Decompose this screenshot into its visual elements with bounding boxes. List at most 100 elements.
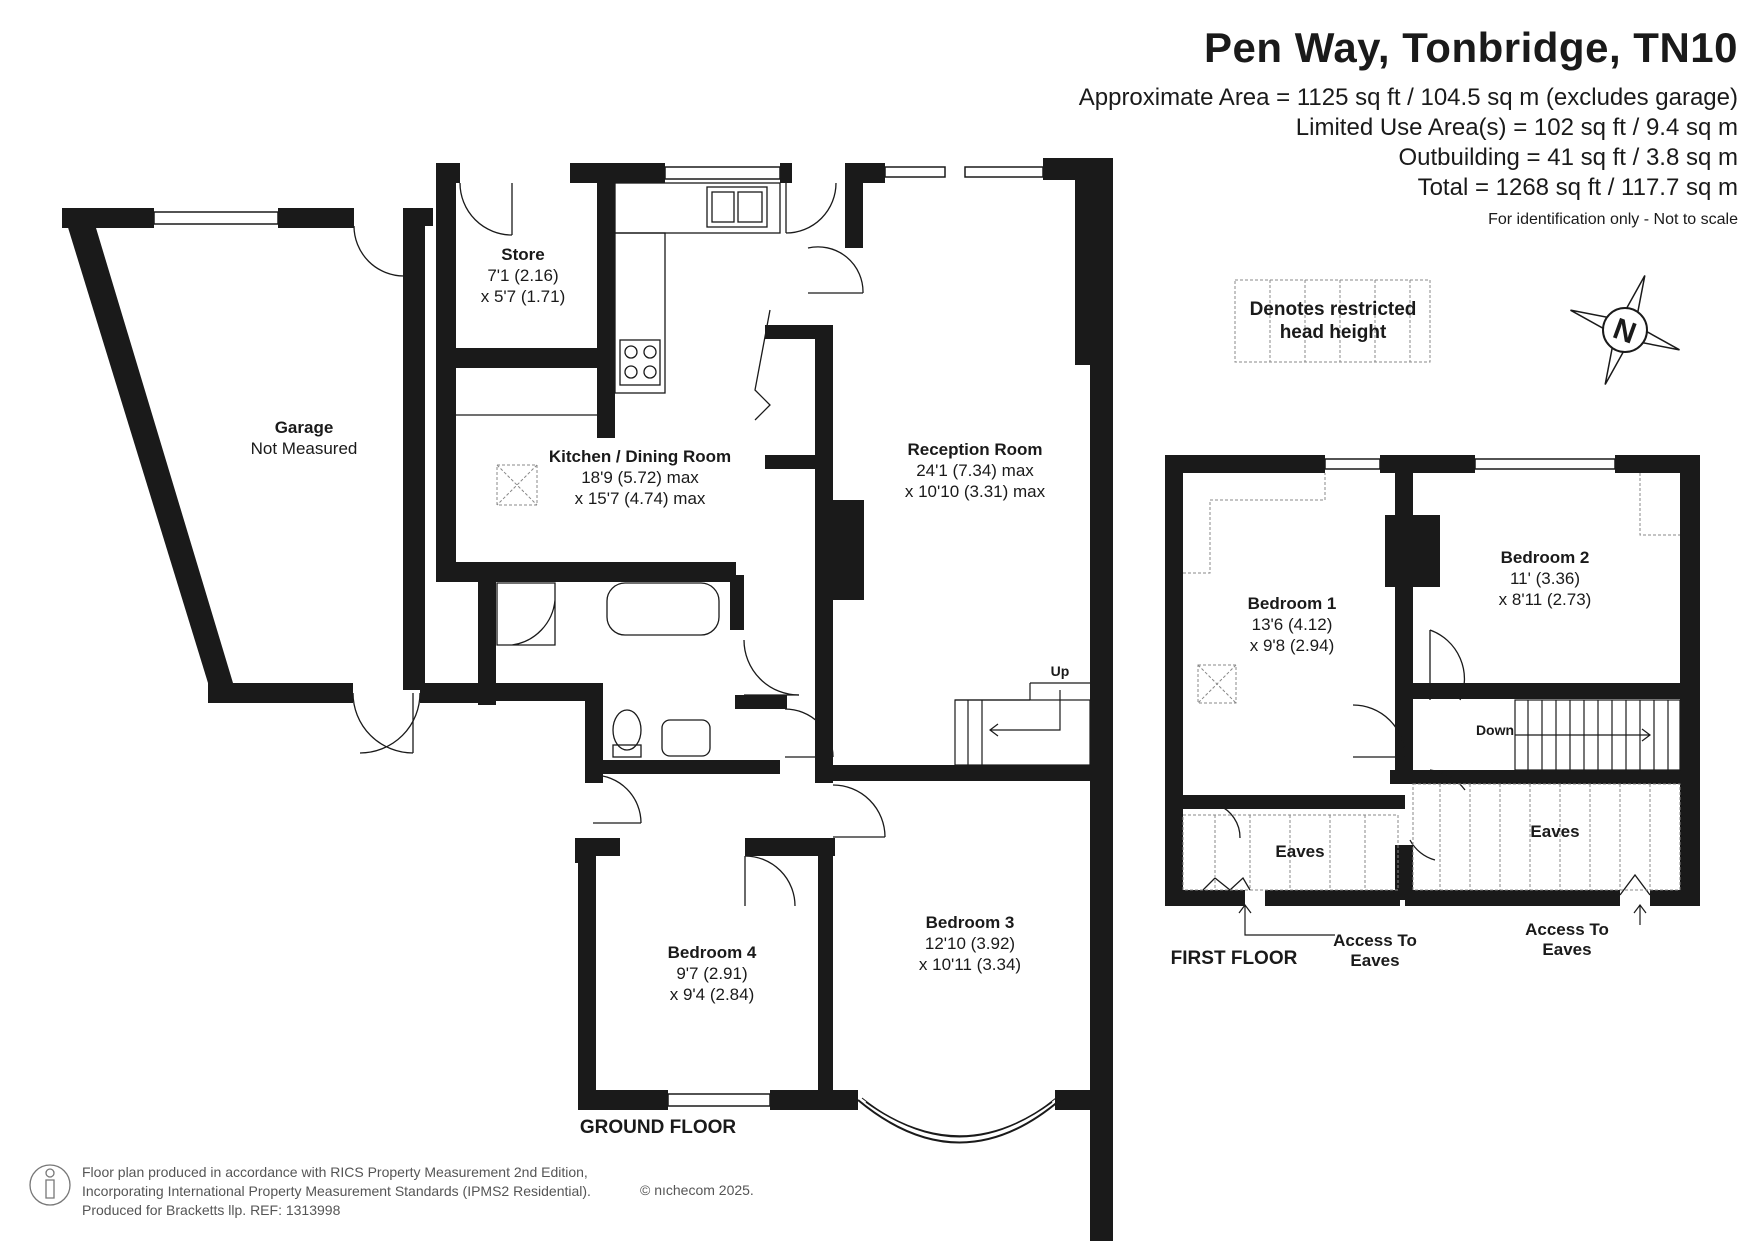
store-dims1: 7'1 (2.16) (487, 266, 558, 285)
first-floor-label: FIRST FLOOR (1171, 948, 1298, 969)
garage-wall-bottom-left (208, 683, 353, 703)
area-total: Total = 1268 sq ft / 117.7 sq m (1417, 174, 1738, 201)
eaves-left-label: Eaves (1275, 842, 1324, 861)
footer-line-1: Floor plan produced in accordance with R… (82, 1164, 588, 1180)
wc-icon (612, 709, 642, 751)
basin-icon (661, 719, 711, 757)
bedroom1-dims1: 13'6 (4.12) (1252, 615, 1333, 634)
area-limited-use: Limited Use Area(s) = 102 sq ft / 9.4 sq… (1295, 114, 1738, 141)
kitchen-partition (765, 325, 833, 339)
ground-floor-walls (62, 158, 1113, 1241)
hall-wall-mid (815, 698, 833, 783)
kitchen-label: Kitchen / Dining Room (549, 447, 731, 466)
footer-line-2: Incorporating International Property Mea… (82, 1183, 591, 1199)
reception-dims2: x 10'10 (3.31) max (905, 482, 1046, 501)
skylights (496, 464, 1237, 704)
garage-stub (403, 208, 433, 226)
hob-icon (619, 339, 661, 386)
bedroom4-label: Bedroom 4 (668, 943, 757, 962)
copyright-text: © nıchecom 2025. (640, 1182, 754, 1198)
access-left-line1: Access To (1333, 931, 1417, 950)
bedroom2-dims1: 11' (3.36) (1510, 569, 1580, 588)
page-title: Pen Way, Tonbridge, TN10 (1204, 24, 1738, 71)
compass-icon: N (1570, 275, 1680, 385)
store-wall-bottom (436, 348, 615, 368)
bedroom1-dims2: x 9'8 (2.94) (1250, 636, 1335, 655)
footer-line-3: Produced for Bracketts llp. REF: 1313998 (82, 1202, 341, 1218)
bath-icon (606, 582, 720, 636)
restricted-height-hatching (1182, 279, 1681, 891)
kitchen-counter-side (614, 232, 666, 394)
bedroom2-label: Bedroom 2 (1501, 548, 1590, 567)
store-label: Store (501, 245, 544, 264)
first-floor-windows (1324, 458, 1616, 470)
bath-wall-right-lower (585, 683, 603, 783)
bed4-bed3-divider (818, 838, 833, 1110)
store-wall-top-mid (570, 163, 665, 183)
garage-wall-left (62, 208, 233, 683)
shower-icon (496, 582, 556, 646)
garage-wall-top-right (278, 208, 354, 228)
bedroom1-label: Bedroom 1 (1248, 594, 1337, 613)
bedroom4-dims2: x 9'4 (2.84) (670, 985, 755, 1004)
reception-dims1: 24'1 (7.34) max (916, 461, 1034, 480)
bath-wall-inner (730, 575, 744, 630)
bath-wall-bottom (478, 683, 588, 701)
wc-wall-bottom (585, 760, 780, 774)
room-labels: Garage Not Measured Store 7'1 (2.16) x 5… (251, 245, 1609, 1138)
bed4-wall-top-right (745, 838, 835, 856)
chimney-breast (824, 500, 864, 600)
access-right-line2: Eaves (1542, 940, 1591, 959)
bed4-wall-bottom-right (770, 1090, 858, 1110)
garage-label: Garage (275, 418, 334, 437)
area-approximate: Approximate Area = 1125 sq ft / 104.5 sq… (1078, 84, 1738, 111)
access-left-line2: Eaves (1350, 951, 1399, 970)
bedroom3-dims1: 12'10 (3.92) (925, 934, 1015, 953)
kitchen-counter (614, 182, 781, 234)
stairs-first (1514, 699, 1681, 771)
store-dims2: x 5'7 (1.71) (481, 287, 566, 306)
first-floor-doors (1202, 629, 1651, 896)
hall-wall-left (575, 838, 593, 863)
sink-icon (706, 186, 768, 228)
bedroom3-dims2: x 10'11 (3.34) (919, 955, 1021, 974)
stairs-down-label: Down (1476, 722, 1514, 738)
bed3-wall-bottom-right (1055, 1090, 1113, 1110)
person-icon (29, 1164, 71, 1206)
doors-ground (352, 182, 886, 907)
windows (153, 166, 1044, 1107)
garage-wall-top-left (62, 208, 154, 228)
garage-wall-right (403, 210, 425, 690)
kitchen-dims1: 18'9 (5.72) max (581, 468, 699, 487)
access-right-line1: Access To (1525, 920, 1609, 939)
bed4-wall-left (578, 838, 596, 1110)
reception-label: Reception Room (907, 440, 1042, 459)
ground-floor-label: GROUND FLOOR (580, 1117, 736, 1138)
reception-wall-left-top (845, 163, 863, 248)
bedroom3-label: Bedroom 3 (926, 913, 1015, 932)
bedroom4-dims1: 9'7 (2.91) (676, 964, 747, 983)
eaves-right-label: Eaves (1530, 822, 1579, 841)
kitchen-dims2: x 15'7 (4.74) max (575, 489, 706, 508)
bed4-wall-bottom-left (578, 1090, 668, 1110)
legend-line2: head height (1280, 322, 1387, 343)
identification-note: For identification only - Not to scale (1488, 211, 1738, 228)
area-outbuilding: Outbuilding = 41 sq ft / 3.8 sq m (1398, 144, 1738, 171)
stairs-up-label: Up (1051, 663, 1070, 679)
stairs-ground (954, 682, 1091, 766)
kitchen-wall-top-right (780, 163, 792, 183)
legend-line1: Denotes restricted (1250, 299, 1417, 320)
bath-wall-inner-2 (735, 695, 787, 709)
garage-wall-bottom-right (420, 683, 480, 703)
reception-wall-right (1090, 158, 1113, 1241)
reception-wall-right-inner (1075, 180, 1095, 365)
fixtures (456, 182, 781, 758)
bath-wall-left (478, 575, 496, 705)
reception-wall-bottom (833, 765, 1103, 781)
footer-notes: Floor plan produced in accordance with R… (82, 1163, 591, 1220)
access-arrows (1238, 904, 1647, 936)
garage-dims: Not Measured (251, 439, 358, 458)
first-floor-walls (1165, 455, 1700, 906)
area-summary: Approximate Area = 1125 sq ft / 104.5 sq… (1079, 83, 1738, 203)
